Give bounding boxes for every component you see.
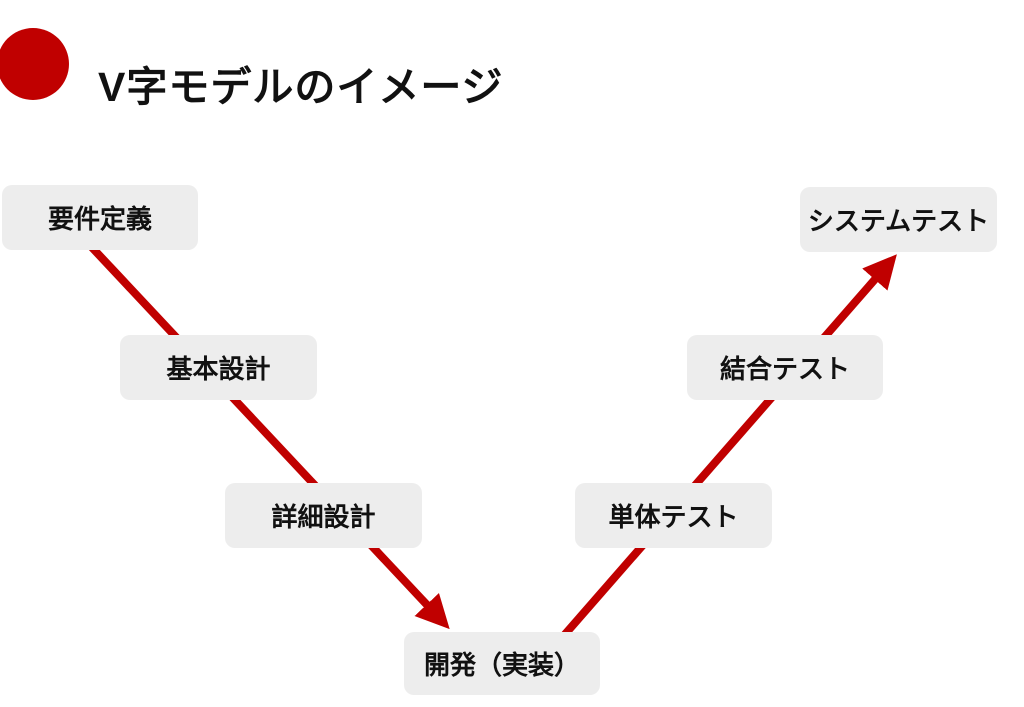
node-development-label: 開発（実装） [423,650,580,680]
node-unit-test: 単体テスト [575,483,772,548]
page-title: V字モデルのイメージ [98,64,504,111]
descending-arrow [82,237,450,630]
node-basic-design: 基本設計 [120,335,317,400]
node-requirements: 要件定義 [2,185,198,250]
node-basic-design-label: 基本設計 [166,354,271,384]
node-integration-test-label: 結合テスト [719,354,850,384]
node-detailed-design-label: 詳細設計 [271,502,376,532]
red-bullet-circle [0,28,69,100]
node-requirements-label: 要件定義 [47,204,152,234]
node-integration-test: 結合テスト [687,335,883,400]
node-system-test-label: システムテスト [807,206,990,236]
node-detailed-design: 詳細設計 [225,483,422,548]
node-system-test: システムテスト [800,187,997,252]
node-development: 開発（実装） [404,632,600,695]
node-unit-test-label: 単体テスト [608,502,739,532]
ascending-arrow [556,254,897,643]
